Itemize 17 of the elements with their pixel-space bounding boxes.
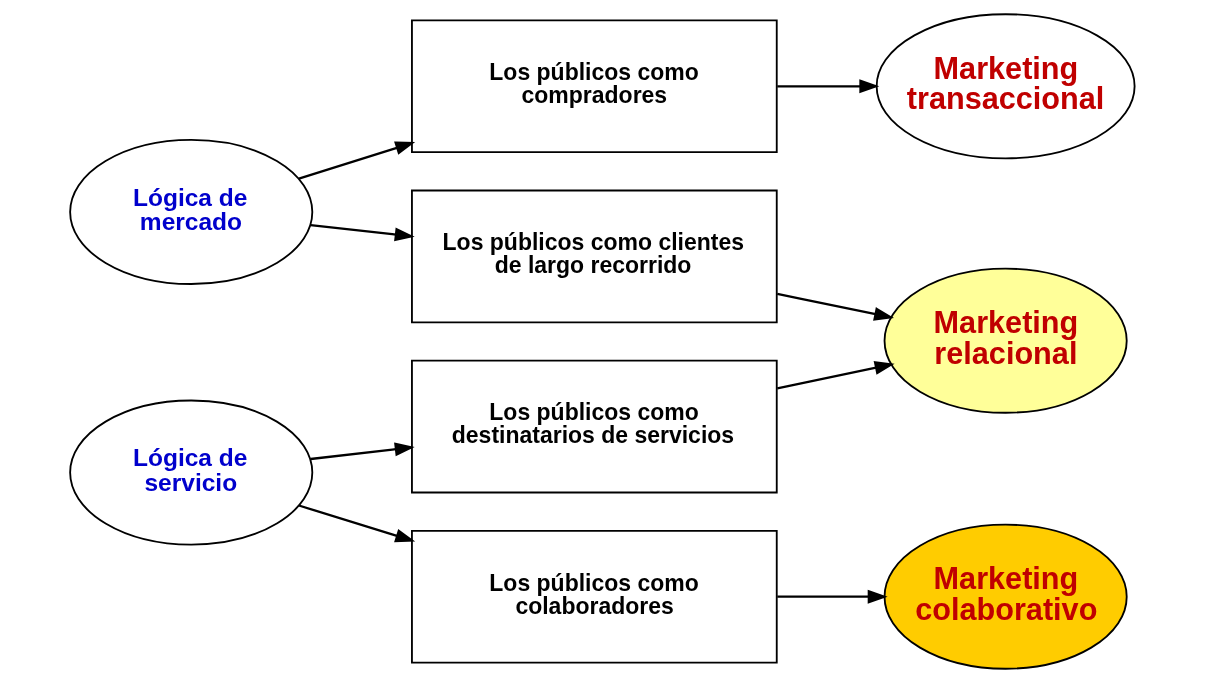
- node-box: Los públicos como clientes de largo recorrido: [411, 189, 778, 324]
- arrow: [298, 141, 416, 180]
- arrow: [777, 361, 895, 390]
- node-box: Los públicos como compradores: [411, 19, 778, 154]
- arrow: [310, 442, 415, 461]
- node-box: Los públicos como destinatarios de servicios: [411, 359, 778, 494]
- node-ellipse: Marketing relacional: [883, 267, 1128, 414]
- node-ellipse: Marketing colaborativo: [883, 523, 1128, 670]
- node-box: Los públicos como colaboradores: [411, 529, 778, 664]
- arrow: [777, 79, 880, 94]
- node-ellipse: Lógica de mercado: [69, 139, 314, 285]
- arrow: [310, 223, 415, 242]
- arrow: [298, 504, 416, 543]
- arrow: [777, 292, 895, 321]
- node-ellipse: Lógica de servicio: [69, 399, 314, 546]
- arrow: [777, 589, 888, 604]
- node-ellipse: Marketing transaccional: [875, 13, 1136, 160]
